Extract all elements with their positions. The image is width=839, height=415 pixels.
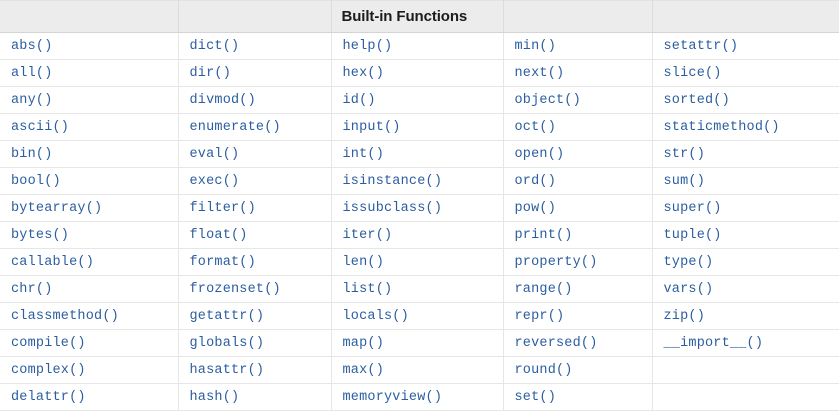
function-link[interactable]: min() bbox=[503, 32, 653, 60]
function-link[interactable]: tuple() bbox=[652, 221, 839, 249]
function-link[interactable]: dir() bbox=[178, 59, 332, 87]
function-link[interactable]: type() bbox=[652, 248, 839, 276]
function-link[interactable]: getattr() bbox=[178, 302, 332, 330]
table-header-cell-4 bbox=[503, 0, 653, 33]
table-row: bin()eval()int()open()str() bbox=[0, 140, 839, 168]
function-link[interactable]: input() bbox=[331, 113, 504, 141]
table-row: abs()dict()help()min()setattr() bbox=[0, 32, 839, 60]
function-link[interactable]: classmethod() bbox=[0, 302, 179, 330]
function-link[interactable]: print() bbox=[503, 221, 653, 249]
function-link[interactable]: sorted() bbox=[652, 86, 839, 114]
table-cell-empty bbox=[652, 356, 839, 384]
function-link[interactable]: hash() bbox=[178, 383, 332, 411]
function-link[interactable]: divmod() bbox=[178, 86, 332, 114]
table-row: complex()hasattr()max()round() bbox=[0, 356, 839, 384]
function-link[interactable]: locals() bbox=[331, 302, 504, 330]
function-link[interactable]: frozenset() bbox=[178, 275, 332, 303]
function-link[interactable]: abs() bbox=[0, 32, 179, 60]
function-link[interactable]: format() bbox=[178, 248, 332, 276]
function-link[interactable]: setattr() bbox=[652, 32, 839, 60]
table-row: all()dir()hex()next()slice() bbox=[0, 59, 839, 87]
table-title: Built-in Functions bbox=[331, 0, 504, 33]
function-link[interactable]: reversed() bbox=[503, 329, 653, 357]
function-link[interactable]: float() bbox=[178, 221, 332, 249]
function-link[interactable]: oct() bbox=[503, 113, 653, 141]
function-link[interactable]: zip() bbox=[652, 302, 839, 330]
table-row: bytes()float()iter()print()tuple() bbox=[0, 221, 839, 249]
function-link[interactable]: __import__() bbox=[652, 329, 839, 357]
table-row: any()divmod()id()object()sorted() bbox=[0, 86, 839, 114]
function-link[interactable]: bool() bbox=[0, 167, 179, 195]
table-header-row: Built-in Functions bbox=[0, 0, 839, 33]
table-row: bytearray()filter()issubclass()pow()supe… bbox=[0, 194, 839, 222]
function-link[interactable]: chr() bbox=[0, 275, 179, 303]
function-link[interactable]: vars() bbox=[652, 275, 839, 303]
table-cell-empty bbox=[652, 383, 839, 411]
table-row: bool()exec()isinstance()ord()sum() bbox=[0, 167, 839, 195]
function-link[interactable]: dict() bbox=[178, 32, 332, 60]
table-header: Built-in Functions bbox=[0, 0, 839, 33]
function-link[interactable]: globals() bbox=[178, 329, 332, 357]
function-link[interactable]: slice() bbox=[652, 59, 839, 87]
function-link[interactable]: bin() bbox=[0, 140, 179, 168]
function-link[interactable]: super() bbox=[652, 194, 839, 222]
function-link[interactable]: range() bbox=[503, 275, 653, 303]
function-link[interactable]: object() bbox=[503, 86, 653, 114]
function-link[interactable]: property() bbox=[503, 248, 653, 276]
function-link[interactable]: id() bbox=[331, 86, 504, 114]
function-link[interactable]: help() bbox=[331, 32, 504, 60]
function-link[interactable]: set() bbox=[503, 383, 653, 411]
table-row: ascii()enumerate()input()oct()staticmeth… bbox=[0, 113, 839, 141]
function-link[interactable]: bytes() bbox=[0, 221, 179, 249]
function-link[interactable]: repr() bbox=[503, 302, 653, 330]
function-link[interactable]: ord() bbox=[503, 167, 653, 195]
function-link[interactable]: list() bbox=[331, 275, 504, 303]
function-link[interactable]: exec() bbox=[178, 167, 332, 195]
function-link[interactable]: max() bbox=[331, 356, 504, 384]
function-link[interactable]: memoryview() bbox=[331, 383, 504, 411]
function-link[interactable]: filter() bbox=[178, 194, 332, 222]
function-link[interactable]: map() bbox=[331, 329, 504, 357]
function-link[interactable]: staticmethod() bbox=[652, 113, 839, 141]
function-link[interactable]: eval() bbox=[178, 140, 332, 168]
function-link[interactable]: len() bbox=[331, 248, 504, 276]
function-link[interactable]: bytearray() bbox=[0, 194, 179, 222]
table-row: compile()globals()map()reversed()__impor… bbox=[0, 329, 839, 357]
function-link[interactable]: str() bbox=[652, 140, 839, 168]
table-row: classmethod()getattr()locals()repr()zip(… bbox=[0, 302, 839, 330]
function-link[interactable]: sum() bbox=[652, 167, 839, 195]
function-link[interactable]: ascii() bbox=[0, 113, 179, 141]
function-link[interactable]: compile() bbox=[0, 329, 179, 357]
function-link[interactable]: hasattr() bbox=[178, 356, 332, 384]
function-link[interactable]: all() bbox=[0, 59, 179, 87]
table-body: abs()dict()help()min()setattr()all()dir(… bbox=[0, 32, 839, 411]
function-link[interactable]: issubclass() bbox=[331, 194, 504, 222]
function-link[interactable]: isinstance() bbox=[331, 167, 504, 195]
function-link[interactable]: enumerate() bbox=[178, 113, 332, 141]
function-link[interactable]: next() bbox=[503, 59, 653, 87]
function-link[interactable]: hex() bbox=[331, 59, 504, 87]
table-row: delattr()hash()memoryview()set() bbox=[0, 383, 839, 411]
function-link[interactable]: pow() bbox=[503, 194, 653, 222]
table-row: callable()format()len()property()type() bbox=[0, 248, 839, 276]
function-link[interactable]: callable() bbox=[0, 248, 179, 276]
table-row: chr()frozenset()list()range()vars() bbox=[0, 275, 839, 303]
table-header-cell-5 bbox=[652, 0, 839, 33]
function-link[interactable]: iter() bbox=[331, 221, 504, 249]
table-header-cell-1 bbox=[0, 0, 179, 33]
function-link[interactable]: delattr() bbox=[0, 383, 179, 411]
function-link[interactable]: complex() bbox=[0, 356, 179, 384]
function-link[interactable]: int() bbox=[331, 140, 504, 168]
function-link[interactable]: any() bbox=[0, 86, 179, 114]
function-link[interactable]: open() bbox=[503, 140, 653, 168]
function-link[interactable]: round() bbox=[503, 356, 653, 384]
table-header-cell-2 bbox=[178, 0, 332, 33]
